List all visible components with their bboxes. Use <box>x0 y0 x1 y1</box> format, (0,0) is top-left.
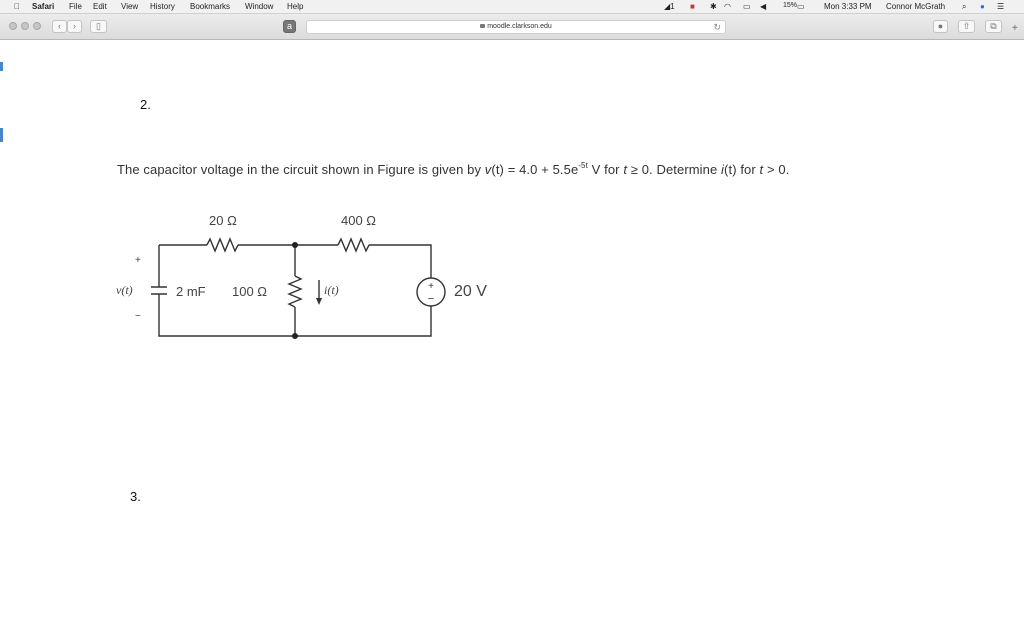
menu-view[interactable]: View <box>121 2 139 11</box>
menu-file[interactable]: File <box>69 2 82 11</box>
label-v-of-t: v(t) <box>116 283 133 297</box>
browser-toolbar: ‹ › ▯ a moodle.clarkson.edu ↻ ● ⇧ ⧉ + <box>0 14 1024 40</box>
question-number: 2. <box>140 97 151 112</box>
text-segment: for <box>736 162 760 177</box>
lock-icon <box>480 24 486 28</box>
arrow-head-icon <box>316 298 322 305</box>
forward-button[interactable]: › <box>67 20 82 33</box>
close-window-button[interactable] <box>9 22 17 30</box>
status-app-icon[interactable]: ■ <box>690 2 695 11</box>
back-button[interactable]: ‹ <box>52 20 67 33</box>
text-segment: ≥ 0. Determine <box>627 162 722 177</box>
menu-bar:  Safari File Edit View History Bookmark… <box>0 0 1024 14</box>
text-segment: = 4.0 + 5.5e <box>503 162 579 177</box>
t-symbol: t <box>759 162 764 177</box>
share-button[interactable]: ⇧ <box>958 20 975 33</box>
text-segment: (t) <box>724 162 737 177</box>
address-bar[interactable]: moodle.clarkson.edu ↻ <box>306 20 726 34</box>
volume-icon[interactable]: ◀ <box>760 2 767 11</box>
battery-percent: 15% <box>783 2 798 9</box>
text-segment: The capacitor voltage in the circuit sho… <box>117 162 485 177</box>
node-dot <box>292 242 298 248</box>
menu-help[interactable]: Help <box>287 2 304 11</box>
text-segment: (t) <box>491 162 504 177</box>
v-symbol: v <box>484 162 492 177</box>
clock[interactable]: Mon 3:33 PM <box>824 2 872 11</box>
circuit-diagram: + − <box>151 237 446 339</box>
label-400-ohm: 400 Ω <box>341 213 377 228</box>
label-i-of-t: i(t) <box>324 283 339 297</box>
bluetooth-icon[interactable]: ✱ <box>710 2 717 11</box>
capacitor <box>151 286 167 295</box>
apple-menu-icon[interactable]:  <box>14 2 20 11</box>
question-text: The capacitor voltage in the circuit sho… <box>117 161 789 177</box>
airplay-icon[interactable]: ▭ <box>743 2 751 11</box>
resistor-20-ohm <box>206 237 239 253</box>
scroll-marker <box>0 62 3 71</box>
adobe-status-icon[interactable]: ◢1 <box>664 2 675 11</box>
show-tabs-button[interactable]: ⧉ <box>985 20 1002 33</box>
menu-bookmarks[interactable]: Bookmarks <box>190 2 231 11</box>
source-plus-sign: + <box>428 281 434 292</box>
user-name[interactable]: Connor McGrath <box>886 2 946 11</box>
spotlight-search-icon[interactable]: ⌕ <box>962 2 967 11</box>
label-20-ohm: 20 Ω <box>209 213 237 228</box>
wire <box>369 244 432 278</box>
menu-history[interactable]: History <box>150 2 175 11</box>
battery-icon[interactable]: ▭ <box>797 2 805 11</box>
menu-app-safari[interactable]: Safari <box>32 2 55 11</box>
label-100-ohm: 100 Ω <box>232 284 268 299</box>
sidebar-toggle-button[interactable]: ▯ <box>90 20 107 33</box>
menu-edit[interactable]: Edit <box>93 2 107 11</box>
reload-icon[interactable]: ↻ <box>713 22 721 32</box>
scroll-marker <box>0 128 3 142</box>
i-symbol: i <box>721 162 725 177</box>
wifi-icon[interactable]: ◠ <box>724 2 731 11</box>
notification-center-icon[interactable]: ☰ <box>997 2 1005 11</box>
label-minus: − <box>135 311 141 322</box>
zoom-window-button[interactable] <box>33 22 41 30</box>
new-tab-icon[interactable]: + <box>1012 23 1018 34</box>
label-20v: 20 V <box>454 283 487 300</box>
menu-window[interactable]: Window <box>245 2 274 11</box>
node-dot <box>292 333 298 339</box>
minimize-window-button[interactable] <box>21 22 29 30</box>
exponent: -5t <box>578 161 588 170</box>
label-plus: + <box>135 255 141 266</box>
question-number: 3. <box>130 489 141 504</box>
siri-icon[interactable]: ● <box>980 2 985 11</box>
amazon-extension-icon[interactable]: a <box>283 20 296 33</box>
source-minus-sign: − <box>428 293 434 305</box>
resistor-400-ohm <box>337 237 370 253</box>
resistor-100-ohm <box>287 275 303 308</box>
text-segment: V for <box>587 162 624 177</box>
text-segment: > 0. <box>763 162 790 177</box>
label-2mf: 2 mF <box>176 284 206 299</box>
t-symbol: t <box>623 162 628 177</box>
url-text: moodle.clarkson.edu <box>487 23 552 30</box>
download-button[interactable]: ● <box>933 20 948 33</box>
